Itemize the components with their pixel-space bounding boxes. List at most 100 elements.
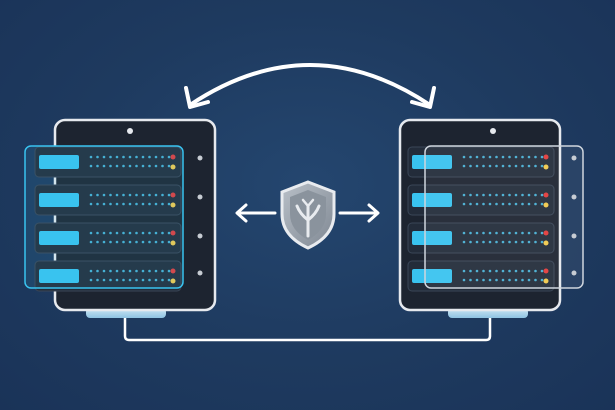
vent-dot bbox=[135, 164, 138, 168]
vent-dot bbox=[527, 231, 531, 235]
top-arrow-head-right bbox=[410, 86, 436, 109]
vent-dot bbox=[475, 269, 479, 273]
status-led-yellow bbox=[543, 278, 549, 284]
vent-dot bbox=[514, 231, 518, 235]
vent-dot bbox=[527, 155, 531, 159]
drive-bay-indicator bbox=[412, 155, 452, 169]
vent-dot bbox=[141, 278, 145, 282]
vent-dot bbox=[148, 278, 151, 282]
vent-dot bbox=[508, 193, 511, 197]
vent-dot bbox=[521, 269, 524, 273]
vent-dot bbox=[475, 164, 479, 168]
vent-dot bbox=[135, 231, 138, 235]
vent-dot bbox=[521, 193, 524, 197]
vent-dot bbox=[128, 164, 132, 168]
vent-dot bbox=[534, 164, 537, 168]
vent-dot bbox=[540, 269, 544, 273]
vent-dot bbox=[161, 164, 164, 168]
vent-dot bbox=[148, 240, 151, 244]
vent-dot bbox=[96, 202, 99, 206]
vent-dot bbox=[161, 155, 164, 159]
vent-dot bbox=[148, 231, 151, 235]
vent-dot bbox=[167, 269, 171, 273]
vent-dot bbox=[501, 240, 505, 244]
vent-dot bbox=[495, 231, 498, 235]
vent-dot bbox=[475, 278, 479, 282]
vent-dot bbox=[488, 202, 492, 206]
vent-dot bbox=[527, 278, 531, 282]
vent-dot bbox=[161, 278, 164, 282]
vent-dot bbox=[154, 269, 158, 273]
vent-dot bbox=[154, 164, 158, 168]
vent-dot bbox=[462, 269, 466, 273]
vent-dot bbox=[89, 193, 93, 197]
vent-dot bbox=[514, 155, 518, 159]
right-server-top-led bbox=[490, 128, 496, 134]
vent-dot bbox=[154, 240, 158, 244]
vent-dot bbox=[475, 155, 479, 159]
vent-dot bbox=[102, 155, 106, 159]
vent-dot bbox=[122, 269, 125, 273]
vent-dot bbox=[462, 155, 466, 159]
vent-dot bbox=[161, 202, 164, 206]
drive-bay-indicator bbox=[412, 231, 452, 245]
vent-dot bbox=[115, 202, 119, 206]
left-server-unit bbox=[34, 184, 182, 216]
vent-dot bbox=[148, 269, 151, 273]
vent-dot bbox=[154, 231, 158, 235]
vent-dot bbox=[154, 202, 158, 206]
vent-dot bbox=[115, 193, 119, 197]
vent-dot bbox=[115, 155, 119, 159]
vent-dot bbox=[141, 164, 145, 168]
vent-dot bbox=[161, 193, 164, 197]
vent-dot bbox=[508, 269, 511, 273]
vent-dot bbox=[488, 155, 492, 159]
vent-dot bbox=[475, 193, 479, 197]
vent-dot bbox=[521, 164, 524, 168]
vent-dot bbox=[167, 202, 171, 206]
vent-dot bbox=[148, 155, 151, 159]
vent-dot bbox=[89, 164, 93, 168]
top-sync-arrow bbox=[188, 63, 432, 107]
vent-dot bbox=[89, 269, 93, 273]
status-led-yellow bbox=[543, 202, 549, 208]
status-led-red bbox=[543, 230, 549, 236]
vent-dot bbox=[540, 193, 544, 197]
vent-dot bbox=[534, 269, 537, 273]
vent-dot bbox=[540, 164, 544, 168]
status-led-red bbox=[170, 268, 176, 274]
right-server-unit bbox=[407, 184, 555, 216]
vent-dot bbox=[488, 278, 492, 282]
vent-dot bbox=[128, 240, 132, 244]
vent-dot bbox=[482, 231, 485, 235]
right-server-unit bbox=[407, 222, 555, 254]
vent-dot bbox=[89, 231, 93, 235]
vent-dot bbox=[514, 278, 518, 282]
vent-dot bbox=[534, 155, 537, 159]
vent-dot bbox=[96, 278, 99, 282]
vent-dot bbox=[141, 193, 145, 197]
vent-dot bbox=[141, 269, 145, 273]
vent-dot bbox=[488, 193, 492, 197]
vent-dot bbox=[495, 155, 498, 159]
vent-dot bbox=[89, 278, 93, 282]
vent-dot bbox=[501, 164, 505, 168]
vent-dot bbox=[469, 240, 472, 244]
vent-dot bbox=[115, 231, 119, 235]
vent-dot bbox=[501, 231, 505, 235]
vent-dot bbox=[109, 164, 112, 168]
vent-dot bbox=[540, 240, 544, 244]
vent-dot bbox=[161, 269, 164, 273]
vent-dot bbox=[534, 231, 537, 235]
status-led-yellow bbox=[543, 164, 549, 170]
status-led-yellow bbox=[170, 278, 176, 284]
vent-dot bbox=[128, 231, 132, 235]
vent-dot bbox=[462, 164, 466, 168]
status-led-yellow bbox=[170, 164, 176, 170]
vent-dot bbox=[128, 202, 132, 206]
vent-dot bbox=[96, 155, 99, 159]
vent-dot bbox=[96, 231, 99, 235]
vent-dot bbox=[122, 278, 125, 282]
vent-dot bbox=[154, 193, 158, 197]
vent-dot bbox=[508, 202, 511, 206]
